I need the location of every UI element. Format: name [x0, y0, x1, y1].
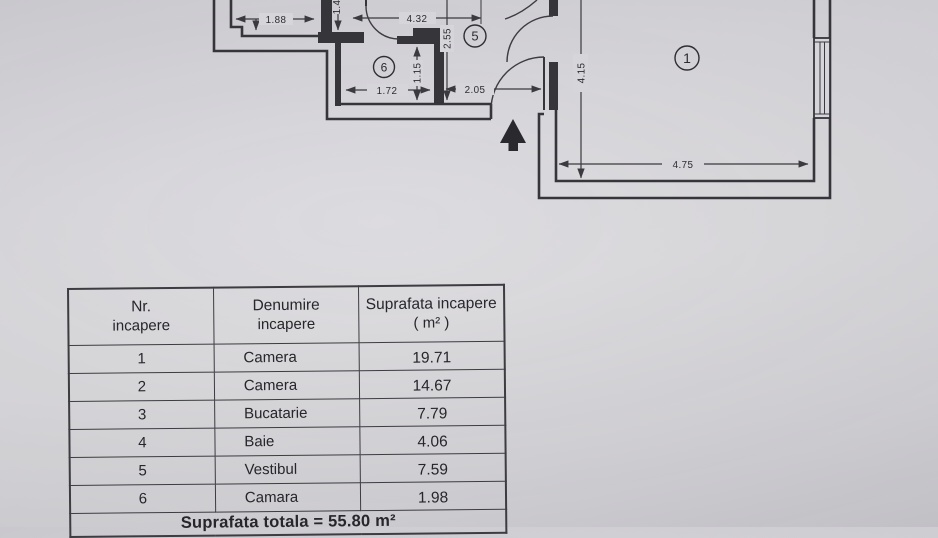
door-vestibule-room1 [506, 15, 554, 63]
wall-vestibule-room1-top [549, 0, 558, 16]
cell-room-number: 1 [68, 344, 215, 374]
svg-text:1: 1 [683, 50, 691, 66]
cell-room-area: 19.71 [359, 341, 505, 371]
svg-text:4.15: 4.15 [577, 63, 588, 84]
table-row: 3 Bucatarie 7.79 [69, 397, 506, 430]
svg-text:1.4: 1.4 [332, 0, 343, 14]
dimension-shaft-height: 1.4 [332, 0, 343, 31]
svg-text:5: 5 [471, 29, 478, 44]
svg-text:2.55: 2.55 [443, 28, 454, 49]
cell-room-name: Bucatarie [214, 398, 361, 429]
cell-room-number: 3 [69, 400, 215, 430]
table-footer-row: Suprafata totala = 55.80 m² [70, 509, 507, 537]
header-denumire-incapere: Denumire incapere [213, 286, 360, 345]
cell-room-name: Baie [214, 426, 361, 457]
dimension-camara-height: 1.15 [410, 46, 424, 101]
wall-vestibule-room1-bottom [549, 62, 558, 110]
svg-text:2.05: 2.05 [465, 85, 486, 96]
window-frame [813, 37, 831, 119]
table-row: 2 Camera 14.67 [68, 369, 506, 402]
svg-text:1.15: 1.15 [413, 63, 424, 84]
north-arrow-icon [500, 119, 526, 151]
dimension-room1-height: 4.15 [573, 0, 588, 179]
wall-shaft [321, 0, 332, 36]
header-line: incapere [112, 316, 171, 335]
header-nr-incapere: Nr. incapere [68, 287, 214, 346]
wall-camara-left [335, 36, 341, 106]
cell-room-area: 7.79 [359, 397, 506, 427]
total-area-label: Suprafata totala = 55.80 m² [70, 509, 507, 537]
cell-room-name: Camera [213, 342, 360, 373]
cell-room-number: 4 [69, 428, 215, 458]
cell-room-area: 4.06 [360, 425, 506, 455]
dimension-vestibule-height: 2.55 [440, 0, 454, 101]
cell-room-area: 14.67 [359, 369, 506, 399]
room-areas-table: Nr. incapere Denumire incapere Suprafata… [67, 283, 508, 538]
dimension-hall-width: 4.32 [352, 0, 482, 25]
door-top-partial [504, 0, 538, 20]
cell-room-number: 5 [69, 456, 216, 486]
svg-text:1.88: 1.88 [266, 15, 287, 26]
header-line: Denumire [252, 296, 320, 315]
window [813, 37, 831, 119]
header-line: incapere [257, 315, 316, 333]
cell-room-number: 2 [68, 372, 215, 402]
wall-camara-vestibule [434, 40, 444, 104]
svg-text:1.72: 1.72 [377, 86, 398, 97]
header-line: Suprafata incapere [365, 295, 497, 314]
wall-camara-top-right [397, 36, 414, 44]
header-suprafata-incapere: Suprafata incapere ( m² ) [358, 284, 505, 343]
room-label-5: 5 [463, 24, 487, 48]
door-entry [490, 56, 545, 111]
table-row: 5 Vestibul 7.59 [69, 453, 506, 486]
room-areas-table-wrap: Nr. incapere Denumire incapere Suprafata… [67, 283, 508, 538]
header-line: Nr. [131, 298, 152, 316]
dimension-room1-width: 4.75 [558, 158, 809, 171]
svg-text:4.75: 4.75 [673, 160, 694, 171]
inner-wall-room1 [554, 110, 816, 183]
dimension-left-room-width: 1.88 [235, 13, 315, 31]
inner-wall-left-room [229, 0, 321, 38]
dimension-vestibule-width: 2.05 [445, 83, 542, 96]
outer-wall-room1 [537, 0, 832, 200]
svg-text:4.32: 4.32 [407, 14, 428, 25]
walls [212, 0, 832, 200]
table-row: 1 Camera 19.71 [68, 341, 505, 374]
room-label-6: 6 [372, 55, 396, 79]
room-label-1: 1 [674, 45, 700, 71]
table-row: 6 Camara 1.98 [69, 481, 507, 514]
table-header-row: Nr. incapere Denumire incapere Suprafata… [68, 284, 505, 346]
table-row: 4 Baie 4.06 [69, 425, 506, 458]
door-camara [365, 0, 400, 40]
cell-room-name: Camara [215, 482, 361, 513]
svg-text:6: 6 [381, 61, 388, 75]
dimension-camara-width: 1.72 [345, 84, 431, 97]
cell-room-area: 1.98 [360, 481, 507, 511]
cell-room-name: Vestibul [214, 454, 361, 485]
cell-room-number: 6 [69, 484, 216, 514]
floor-plan: 1.88 4.32 1.4 2.55 1.15 1.72 2.05 4.15 4 [212, 0, 832, 200]
outer-wall-left [212, 0, 491, 121]
cell-room-area: 7.59 [360, 453, 506, 483]
cell-room-name: Camera [214, 370, 360, 401]
header-line: ( m² ) [413, 314, 450, 332]
